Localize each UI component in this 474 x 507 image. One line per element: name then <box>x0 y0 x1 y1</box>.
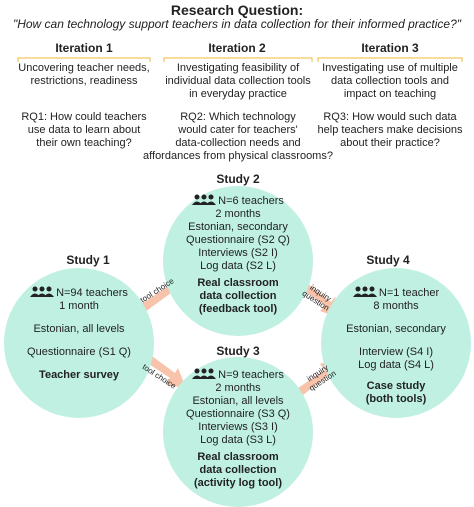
study-4-circle <box>321 268 471 418</box>
study-4-method: Case study(both tools) <box>365 380 427 405</box>
people-icon <box>352 286 377 297</box>
study-1-method: Teacher survey <box>39 369 119 381</box>
iteration-2-title: Iteration 2 <box>208 41 266 55</box>
iteration-1-description: Uncovering teacher needs,restrictions, r… <box>18 62 150 87</box>
study-2-title: Study 2 <box>216 172 260 186</box>
study-2-content: N=6 teachers 2 months Estonian, secondar… <box>163 194 313 316</box>
iteration-2-bracket <box>163 57 313 62</box>
people-icon <box>30 286 55 297</box>
study-3-circle <box>163 357 313 507</box>
research-question-title: Research Question: <box>170 2 304 18</box>
study-1-content: N=94 teachers 1 month Estonian, all leve… <box>4 286 154 382</box>
iteration-1-bracket <box>17 57 151 62</box>
study-4-participants: N=1 teacher <box>321 286 471 300</box>
study-4-content: N=1 teacher 8 months Estonian, secondary… <box>321 286 471 406</box>
study-1-title: Study 1 <box>66 253 110 267</box>
people-icon <box>192 194 217 205</box>
study-3-title: Study 3 <box>216 344 260 358</box>
study-2-circle <box>163 186 313 336</box>
study-3-participants: N=9 teachers <box>163 368 313 382</box>
research-question-text: "How can technology support teachers in … <box>12 17 462 31</box>
iteration-3-title: Iteration 3 <box>361 41 419 55</box>
people-icon <box>192 368 217 379</box>
iteration-3-bracket <box>317 57 463 62</box>
study-1-circle <box>4 268 154 418</box>
study-3-content: N=9 teachers 2 months Estonian, all leve… <box>163 368 313 490</box>
study-2-participants: N=6 teachers <box>163 194 313 208</box>
study-1-participants: N=94 teachers <box>4 286 154 300</box>
iteration-1-title: Iteration 1 <box>55 41 113 55</box>
study-4-title: Study 4 <box>366 253 410 267</box>
